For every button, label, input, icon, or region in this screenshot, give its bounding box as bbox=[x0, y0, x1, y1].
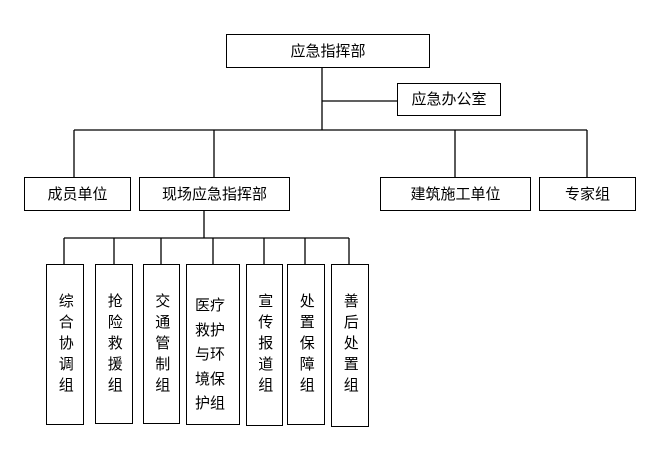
node-member-units-label: 成员单位 bbox=[47, 184, 108, 203]
node-publicity-group: 宣传报道组 bbox=[246, 264, 283, 426]
node-traffic-control-group: 交通管制组 bbox=[143, 264, 180, 424]
node-rescue-group: 抢险救援组 bbox=[95, 264, 133, 424]
node-rescue-group-label: 抢险救援组 bbox=[105, 293, 124, 398]
node-medical-environment-group: 医疗救护与环境保护组 bbox=[186, 264, 240, 425]
node-medical-environment-group-label: 医疗救护与环境保护组 bbox=[195, 296, 226, 412]
node-expert-group-label: 专家组 bbox=[564, 184, 610, 203]
node-publicity-group-label: 宣传报道组 bbox=[256, 293, 275, 398]
node-emergency-office-label: 应急办公室 bbox=[411, 90, 487, 108]
node-aftermath-group-label: 善后处置组 bbox=[341, 293, 360, 398]
node-construction-units: 建筑施工单位 bbox=[380, 177, 531, 211]
node-member-units: 成员单位 bbox=[24, 177, 131, 211]
node-construction-units-label: 建筑施工单位 bbox=[410, 184, 501, 203]
node-coordination-group: 综合协调组 bbox=[46, 264, 84, 425]
node-command-center: 应急指挥部 bbox=[226, 34, 430, 68]
node-aftermath-group: 善后处置组 bbox=[331, 264, 369, 427]
node-support-group-label: 处置保障组 bbox=[297, 293, 316, 398]
node-command-center-label: 应急指挥部 bbox=[290, 41, 366, 60]
node-support-group: 处置保障组 bbox=[287, 264, 325, 425]
node-emergency-office: 应急办公室 bbox=[397, 83, 501, 116]
node-expert-group: 专家组 bbox=[539, 177, 636, 211]
node-traffic-control-group-label: 交通管制组 bbox=[153, 293, 172, 398]
node-coordination-group-label: 综合协调组 bbox=[56, 293, 75, 398]
node-field-command: 现场应急指挥部 bbox=[139, 177, 290, 211]
node-field-command-label: 现场应急指挥部 bbox=[161, 184, 267, 203]
